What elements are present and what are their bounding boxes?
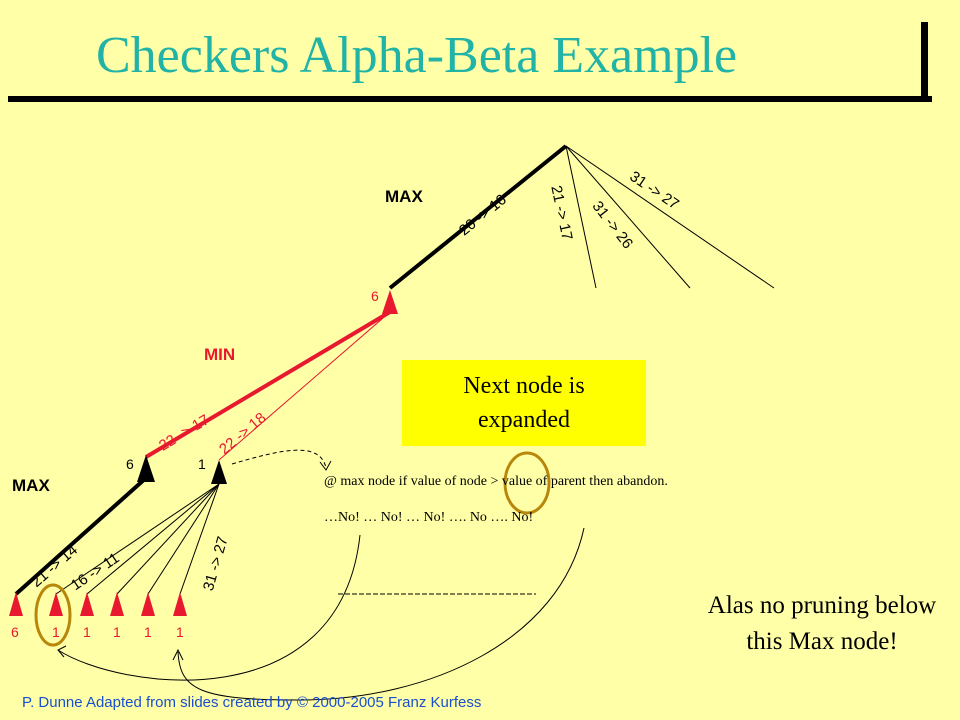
leaf-marker — [49, 592, 63, 616]
min-node-value: 6 — [371, 288, 379, 304]
callout-line-1: Next node is — [463, 373, 585, 399]
leaf-value: 1 — [83, 624, 91, 640]
level-label-max-top: MAX — [385, 187, 423, 206]
no-note: …No! … No! … No! …. No …. No! — [324, 510, 534, 525]
max-right-value: 1 — [198, 456, 206, 472]
callout-box: Next node is expanded — [402, 360, 646, 446]
edge-min-22-18 — [218, 311, 391, 461]
title-side-bar — [921, 22, 928, 102]
edge-root-20-16 — [388, 144, 568, 290]
leaf-value: 1 — [113, 624, 121, 640]
edge-max-leaf-2 — [55, 483, 220, 595]
leaf-marker — [173, 592, 187, 616]
edge-max-leaf-4 — [116, 483, 220, 595]
title-underline — [8, 96, 932, 102]
leaf-marker — [80, 592, 94, 616]
dashed-arrowhead — [319, 460, 332, 471]
dashed-arrow — [231, 449, 327, 469]
circle-highlight-node — [503, 451, 551, 515]
curve-arrowhead-right — [172, 648, 184, 661]
leaf-marker — [110, 592, 124, 616]
leaf-value: 1 — [144, 624, 152, 640]
edge-min-22-17 — [144, 310, 392, 459]
min-node-marker — [382, 290, 398, 314]
edge-root-31-26 — [565, 145, 691, 289]
curve-arrow-right — [177, 527, 585, 701]
leaf-marker — [141, 592, 155, 616]
leaf-value: 1 — [52, 624, 60, 640]
level-label-max-bottom: MAX — [12, 476, 50, 495]
max-left-value: 6 — [126, 456, 134, 472]
edge-root-31-27 — [565, 145, 775, 289]
rule-note: @ max node if value of node > value of p… — [324, 474, 668, 489]
edge-max-21-14 — [14, 476, 148, 596]
max-node-left-marker — [137, 455, 155, 482]
circle-highlight-leaf — [34, 583, 72, 647]
edge-max-leaf-3 — [86, 483, 220, 595]
curve-arrowhead-left — [57, 645, 67, 658]
alas-note: Alas no pruning below this Max node! — [707, 592, 937, 655]
max-node-right-marker — [211, 460, 227, 484]
edge-max-leaf-6 — [179, 483, 220, 595]
leaf-value: 6 — [11, 624, 19, 640]
credit-line: P. Dunne Adapted from slides created by … — [22, 694, 482, 711]
curve-arrow-left — [57, 534, 361, 681]
leaf-value: 1 — [176, 624, 184, 640]
slide-title: Checkers Alpha-Beta Example — [96, 27, 738, 84]
edge-root-21-17 — [565, 145, 597, 289]
leaf-marker — [9, 592, 23, 616]
callout-line-2: expanded — [478, 407, 570, 433]
level-label-min: MIN — [204, 345, 236, 364]
edge-max-leaf-5 — [147, 483, 220, 595]
